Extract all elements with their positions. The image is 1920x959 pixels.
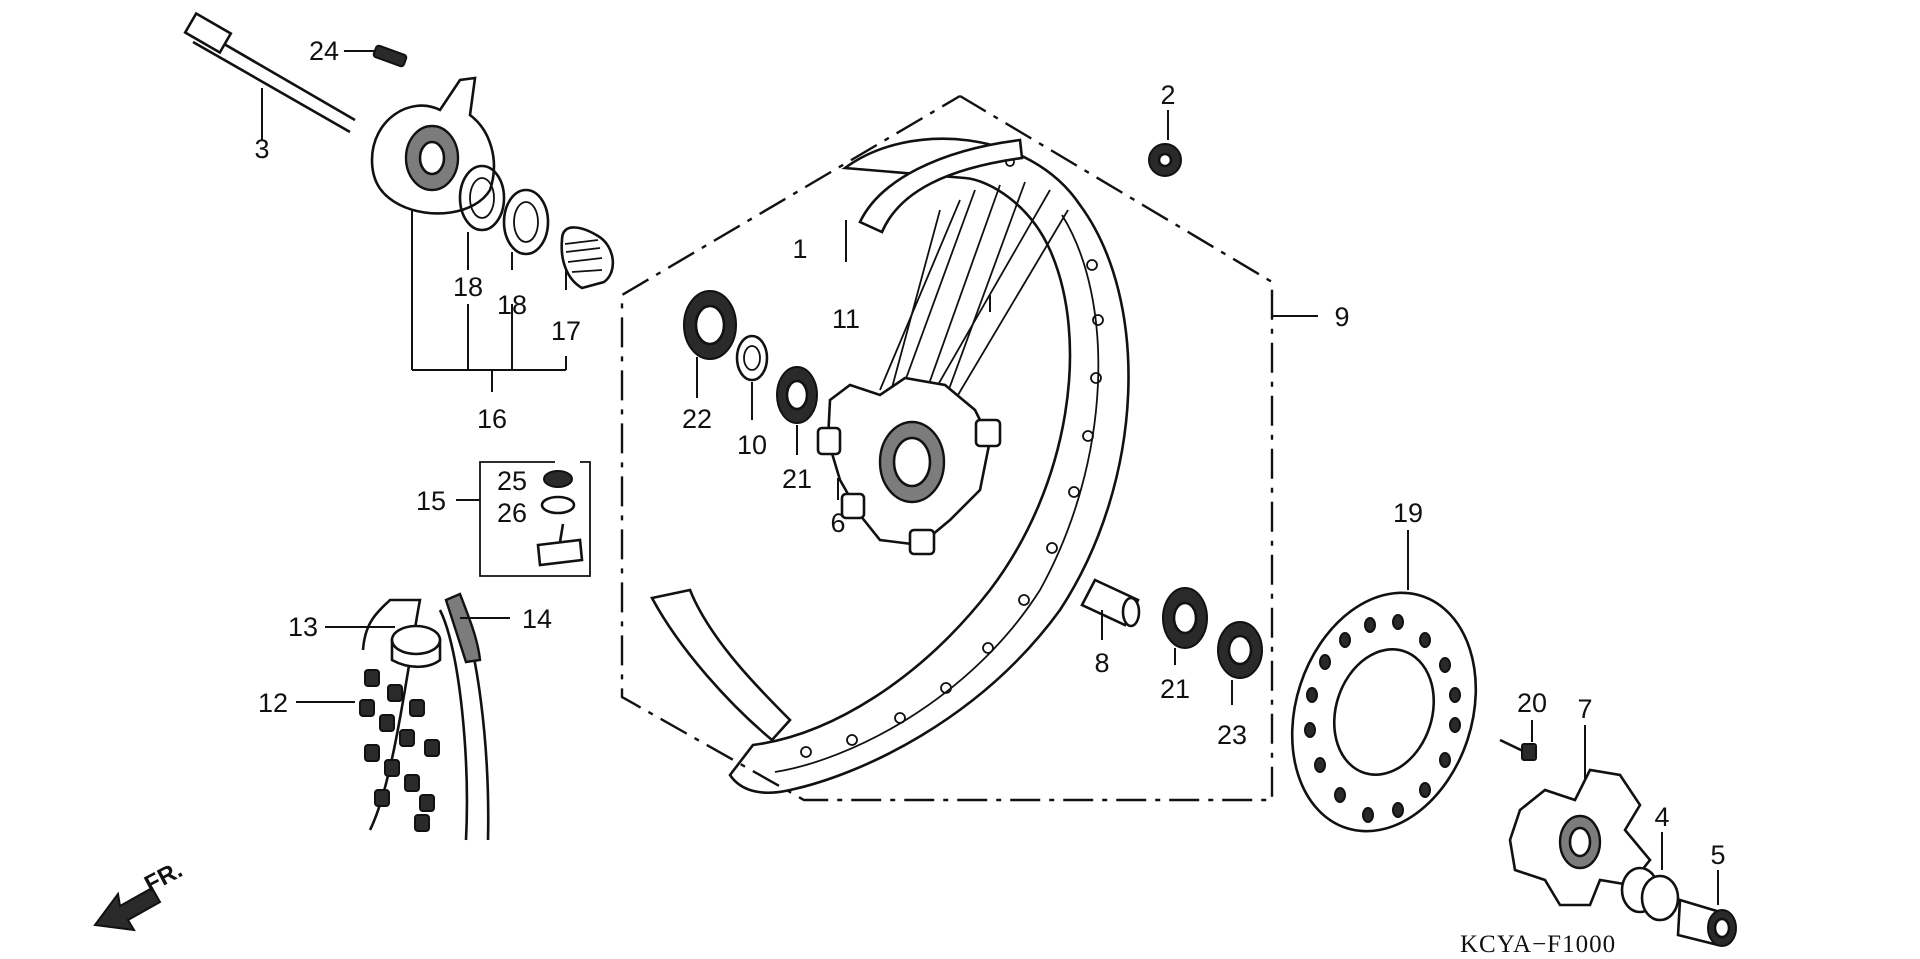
- callout-4: 4: [1654, 802, 1669, 832]
- callout-22: 22: [682, 404, 712, 434]
- callout-25: 25: [497, 466, 527, 496]
- callout-21-left: 21: [782, 464, 812, 494]
- valve-washer: [540, 495, 576, 515]
- callout-7: 7: [1577, 694, 1592, 724]
- disc-bolt: [1499, 738, 1537, 761]
- rim: [728, 137, 1130, 794]
- brake-disc-holes: [1304, 614, 1461, 823]
- callout-12: 12: [258, 688, 288, 718]
- diagram-code: KCYA−F1000: [1460, 931, 1616, 958]
- dust-seal-23: [1217, 621, 1263, 679]
- valve-stem: [536, 523, 584, 567]
- tire-knobs: [359, 669, 440, 832]
- bearing-22: [683, 290, 737, 360]
- callout-15: 15: [416, 486, 446, 516]
- valve-kit-box: [479, 461, 591, 577]
- callout-labels: 1 2 3 4 5 6 7 8 9 10 11 12 13 14 15 16 1…: [254, 36, 1725, 870]
- dust-seal-1: [458, 164, 506, 232]
- callout-24: 24: [309, 36, 339, 66]
- callout-13: 13: [288, 612, 318, 642]
- axle: [183, 11, 356, 134]
- callout-18-first: 18: [453, 272, 483, 302]
- dust-seal-2: [502, 188, 550, 256]
- brake-disc: [1290, 591, 1478, 833]
- callout-1: 1: [792, 234, 807, 264]
- callout-26: 26: [497, 498, 527, 528]
- side-collar-4: [1620, 866, 1680, 922]
- rim-band: [650, 138, 1024, 742]
- callout-8: 8: [1094, 648, 1109, 678]
- bearing-retainer: [735, 334, 769, 382]
- callout-16: 16: [477, 404, 507, 434]
- tube: [390, 624, 442, 669]
- hub: [816, 376, 1002, 556]
- callout-6: 6: [830, 508, 845, 538]
- bearing-21-right: [1162, 587, 1208, 649]
- bearing-21-left: [776, 366, 818, 424]
- callout-23: 23: [1217, 720, 1247, 750]
- callout-19: 19: [1393, 498, 1423, 528]
- leader-lines: [261, 50, 1719, 905]
- callout-3: 3: [254, 134, 269, 164]
- rim-strip: [444, 592, 482, 664]
- screw: [372, 44, 408, 68]
- callout-14: 14: [522, 604, 552, 634]
- side-collar-5: [1676, 898, 1737, 947]
- valve-cap: [543, 470, 573, 488]
- gear-retainer: [560, 226, 615, 290]
- arrow-down-left-icon: [93, 886, 162, 932]
- callout-18-second: 18: [497, 290, 527, 320]
- callout-20: 20: [1517, 688, 1547, 718]
- front-direction-marker: FR.: [93, 856, 187, 932]
- callout-10: 10: [737, 430, 767, 460]
- spokes: [879, 181, 1069, 401]
- callout-5: 5: [1710, 840, 1725, 870]
- wheel-assembly-boundary: [620, 94, 1274, 802]
- valve-nut: [1148, 143, 1182, 177]
- distance-collar: [1080, 578, 1141, 628]
- rim-spoke-holes: [800, 153, 1104, 758]
- speedometer-gearbox: [370, 76, 496, 215]
- callout-11: 11: [832, 304, 860, 334]
- callout-21-right: 21: [1160, 674, 1190, 704]
- callout-17: 17: [551, 316, 581, 346]
- callout-2: 2: [1160, 80, 1175, 110]
- callout-9: 9: [1334, 302, 1349, 332]
